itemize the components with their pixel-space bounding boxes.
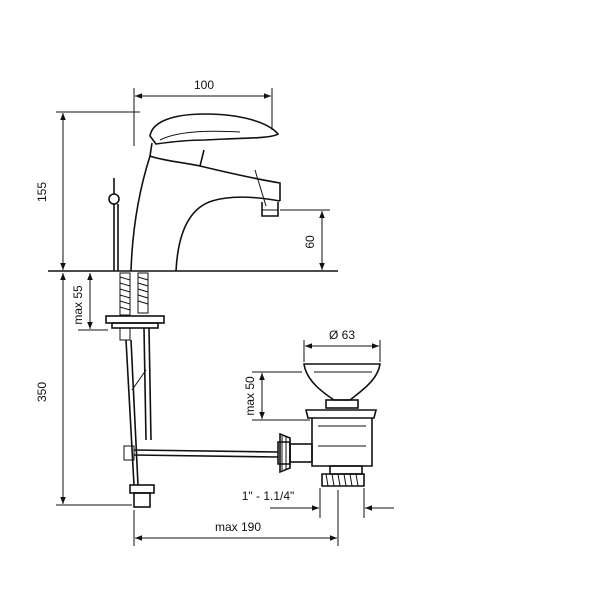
dimension-waste-diameter: Ø 63 xyxy=(303,328,381,362)
label-waste-diameter: Ø 63 xyxy=(329,328,355,342)
label-tap-height: 155 xyxy=(35,182,49,202)
label-waste-max-height: max 50 xyxy=(243,376,257,416)
dimension-spout-reach: 100 xyxy=(133,78,273,146)
label-waste-thread: 1" - 1.1/4" xyxy=(242,489,295,503)
dimension-tap-height: 155 xyxy=(35,111,140,270)
label-spout-reach: 100 xyxy=(194,78,214,92)
pop-up-waste xyxy=(277,363,381,487)
label-max-deck-thickness: max 55 xyxy=(71,285,85,325)
label-tail-length: 350 xyxy=(35,382,49,402)
dimension-spout-height: 60 xyxy=(280,209,330,270)
faucet-body xyxy=(108,113,281,272)
dimension-max-deck-thickness: max 55 xyxy=(71,273,108,331)
dimension-tail-length: 350 xyxy=(35,273,132,506)
dimension-waste-max-height: max 50 xyxy=(243,371,310,421)
label-max-horizontal: max 190 xyxy=(215,520,261,534)
dimension-waste-thread: 1" - 1.1/4" xyxy=(242,488,394,518)
label-spout-height: 60 xyxy=(303,235,317,249)
mounting-assembly xyxy=(105,272,279,508)
dimension-max-horizontal: max 190 xyxy=(133,490,339,546)
